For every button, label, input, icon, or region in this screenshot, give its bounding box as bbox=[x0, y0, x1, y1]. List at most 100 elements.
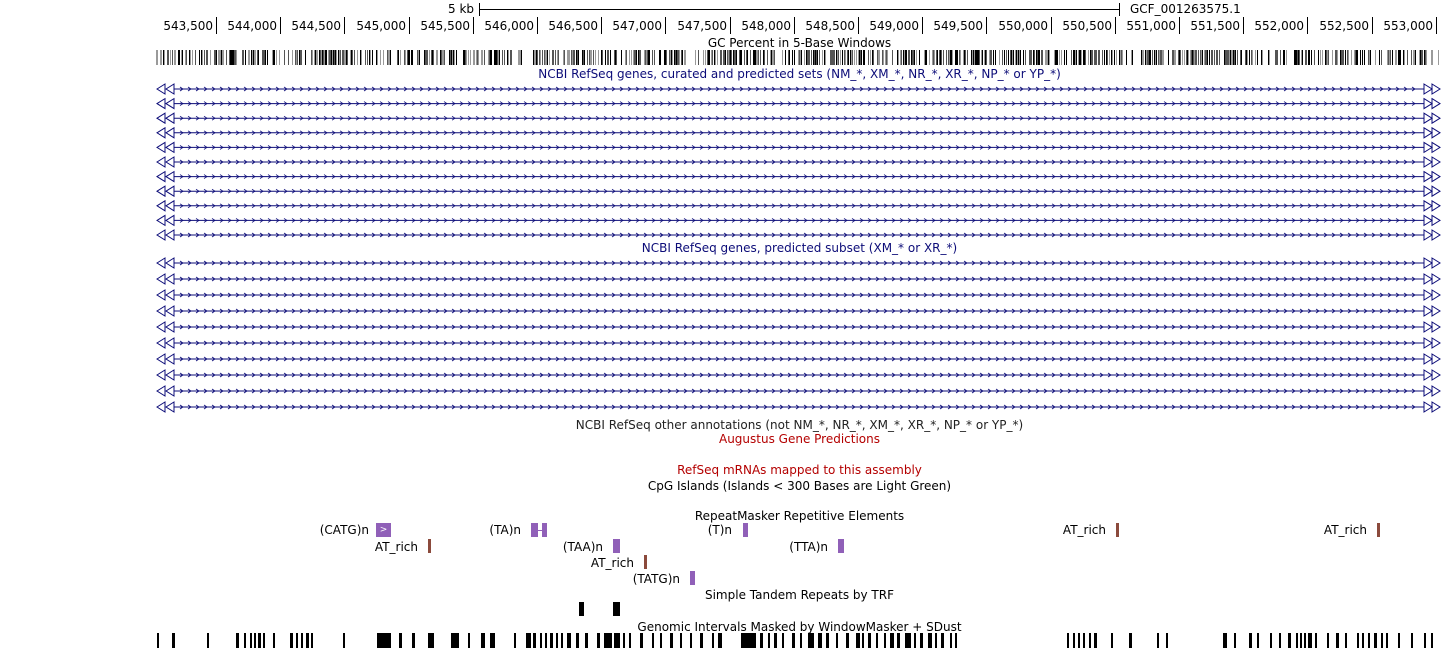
masked-interval bbox=[768, 633, 770, 648]
tandem-repeat-block[interactable] bbox=[579, 602, 584, 616]
repeat-block[interactable] bbox=[428, 539, 431, 553]
gc-bar bbox=[1057, 50, 1058, 65]
gc-bar bbox=[982, 50, 983, 65]
repeat-block[interactable] bbox=[644, 555, 647, 569]
triangle-left-icon bbox=[156, 185, 166, 198]
gc-bar bbox=[1104, 50, 1105, 65]
augustus-track-label[interactable]: Augustus Gene Predictions bbox=[718, 432, 880, 446]
repeat-block[interactable]: > bbox=[376, 523, 391, 537]
gene-row bbox=[156, 156, 1441, 168]
triangle-left-icon bbox=[156, 369, 166, 381]
gc-bar bbox=[607, 50, 608, 65]
gc-bar bbox=[1002, 50, 1003, 65]
triangle-right-icon bbox=[1431, 257, 1441, 269]
gc-bar bbox=[1387, 50, 1388, 65]
gc-bar bbox=[1010, 50, 1011, 65]
gc-bar bbox=[181, 50, 182, 65]
gc-bar bbox=[1231, 50, 1232, 65]
trf-track-label[interactable]: Simple Tandem Repeats by TRF bbox=[704, 588, 894, 602]
chevron-right-icon bbox=[179, 203, 1416, 209]
ruler-tick bbox=[344, 17, 345, 34]
gc-bar bbox=[614, 50, 615, 65]
repeatmasker-track-label[interactable]: RepeatMasker Repetitive Elements bbox=[694, 509, 905, 523]
masked-interval bbox=[533, 633, 536, 648]
gc-bar bbox=[178, 50, 179, 65]
triangle-right-icon bbox=[1423, 401, 1433, 413]
tandem-repeat-block[interactable] bbox=[613, 602, 620, 616]
gc-bar bbox=[1398, 50, 1399, 65]
gc-bar bbox=[1061, 50, 1062, 65]
repeat-block[interactable] bbox=[613, 539, 620, 553]
gc-bar bbox=[1217, 50, 1218, 65]
gc-bar bbox=[774, 50, 775, 65]
gc-bar bbox=[731, 50, 732, 65]
gc-bar bbox=[739, 50, 740, 65]
gc-bar bbox=[443, 50, 444, 65]
triangle-left-icon bbox=[156, 305, 166, 317]
masked-interval bbox=[1315, 633, 1317, 648]
cpg-track-label[interactable]: CpG Islands (Islands < 300 Bases are Lig… bbox=[647, 479, 952, 493]
gc-bar bbox=[708, 50, 709, 65]
gc-bar bbox=[1033, 50, 1034, 65]
gc-bar bbox=[1311, 50, 1312, 65]
repeat-label: AT_rich bbox=[1062, 523, 1106, 537]
repeat-block[interactable] bbox=[542, 523, 547, 537]
gc-bar bbox=[825, 50, 826, 65]
gc-bar bbox=[1160, 50, 1161, 65]
gc-bar bbox=[419, 50, 420, 65]
gc-bar bbox=[1357, 50, 1358, 65]
gc-bar bbox=[621, 50, 622, 65]
repeat-block[interactable] bbox=[690, 571, 695, 585]
masked-interval bbox=[862, 633, 864, 648]
masked-interval bbox=[905, 633, 911, 648]
gc-bar bbox=[1268, 50, 1269, 65]
gc-bar bbox=[785, 50, 786, 65]
gc-bar bbox=[1038, 50, 1039, 65]
repeat-block[interactable] bbox=[1116, 523, 1119, 537]
gc-bar bbox=[511, 50, 512, 65]
refseq-all-track-label[interactable]: NCBI RefSeq genes, curated and predicted… bbox=[538, 67, 1061, 81]
repeat-block[interactable] bbox=[743, 523, 748, 537]
gc-bar bbox=[243, 50, 244, 65]
gc-bar bbox=[882, 50, 883, 65]
gc-bar bbox=[593, 50, 594, 65]
refseq-mrna-track-label[interactable]: RefSeq mRNAs mapped to this assembly bbox=[677, 463, 922, 477]
refseq-other-track-label[interactable]: NCBI RefSeq other annotations (not NM_*,… bbox=[575, 418, 1024, 432]
gc-bar bbox=[521, 50, 522, 65]
repeat-block[interactable] bbox=[531, 523, 538, 537]
gc-bar bbox=[1262, 50, 1263, 65]
gc-bar bbox=[811, 50, 812, 65]
gc-bar bbox=[539, 50, 540, 65]
masked-interval bbox=[1424, 633, 1426, 648]
gc-bar bbox=[330, 50, 331, 65]
gc-bar bbox=[164, 50, 165, 65]
ruler-tick-label: 550,000 bbox=[998, 19, 1048, 33]
gc-bar bbox=[1326, 50, 1327, 65]
gc-bar bbox=[1296, 50, 1297, 65]
gc-bar bbox=[295, 50, 296, 65]
gc-bar bbox=[328, 50, 329, 65]
triangle-right-icon bbox=[1423, 289, 1433, 301]
gc-bar bbox=[1400, 50, 1401, 65]
triangle-right-icon bbox=[1431, 214, 1441, 227]
repeat-block[interactable] bbox=[1377, 523, 1380, 537]
gc-bar bbox=[553, 50, 554, 65]
gene-row bbox=[156, 185, 1441, 198]
repeat-block[interactable] bbox=[838, 539, 844, 553]
triangle-right-icon bbox=[1423, 141, 1433, 154]
refseq-predicted-track-label[interactable]: NCBI RefSeq genes, predicted subset (XM_… bbox=[641, 241, 958, 255]
gc-bar bbox=[473, 50, 474, 65]
gc-bar bbox=[610, 50, 611, 65]
gc-percent-track-label[interactable]: GC Percent in 5-Base Windows bbox=[707, 36, 892, 50]
gc-bar bbox=[305, 50, 306, 65]
gc-bar bbox=[990, 50, 991, 65]
gc-bar bbox=[367, 50, 368, 65]
gc-bar bbox=[1426, 50, 1427, 65]
masked-interval bbox=[670, 633, 673, 648]
gc-bar bbox=[1075, 50, 1076, 65]
windowmasker-track-label[interactable]: Genomic Intervals Masked by WindowMasker… bbox=[637, 620, 962, 634]
